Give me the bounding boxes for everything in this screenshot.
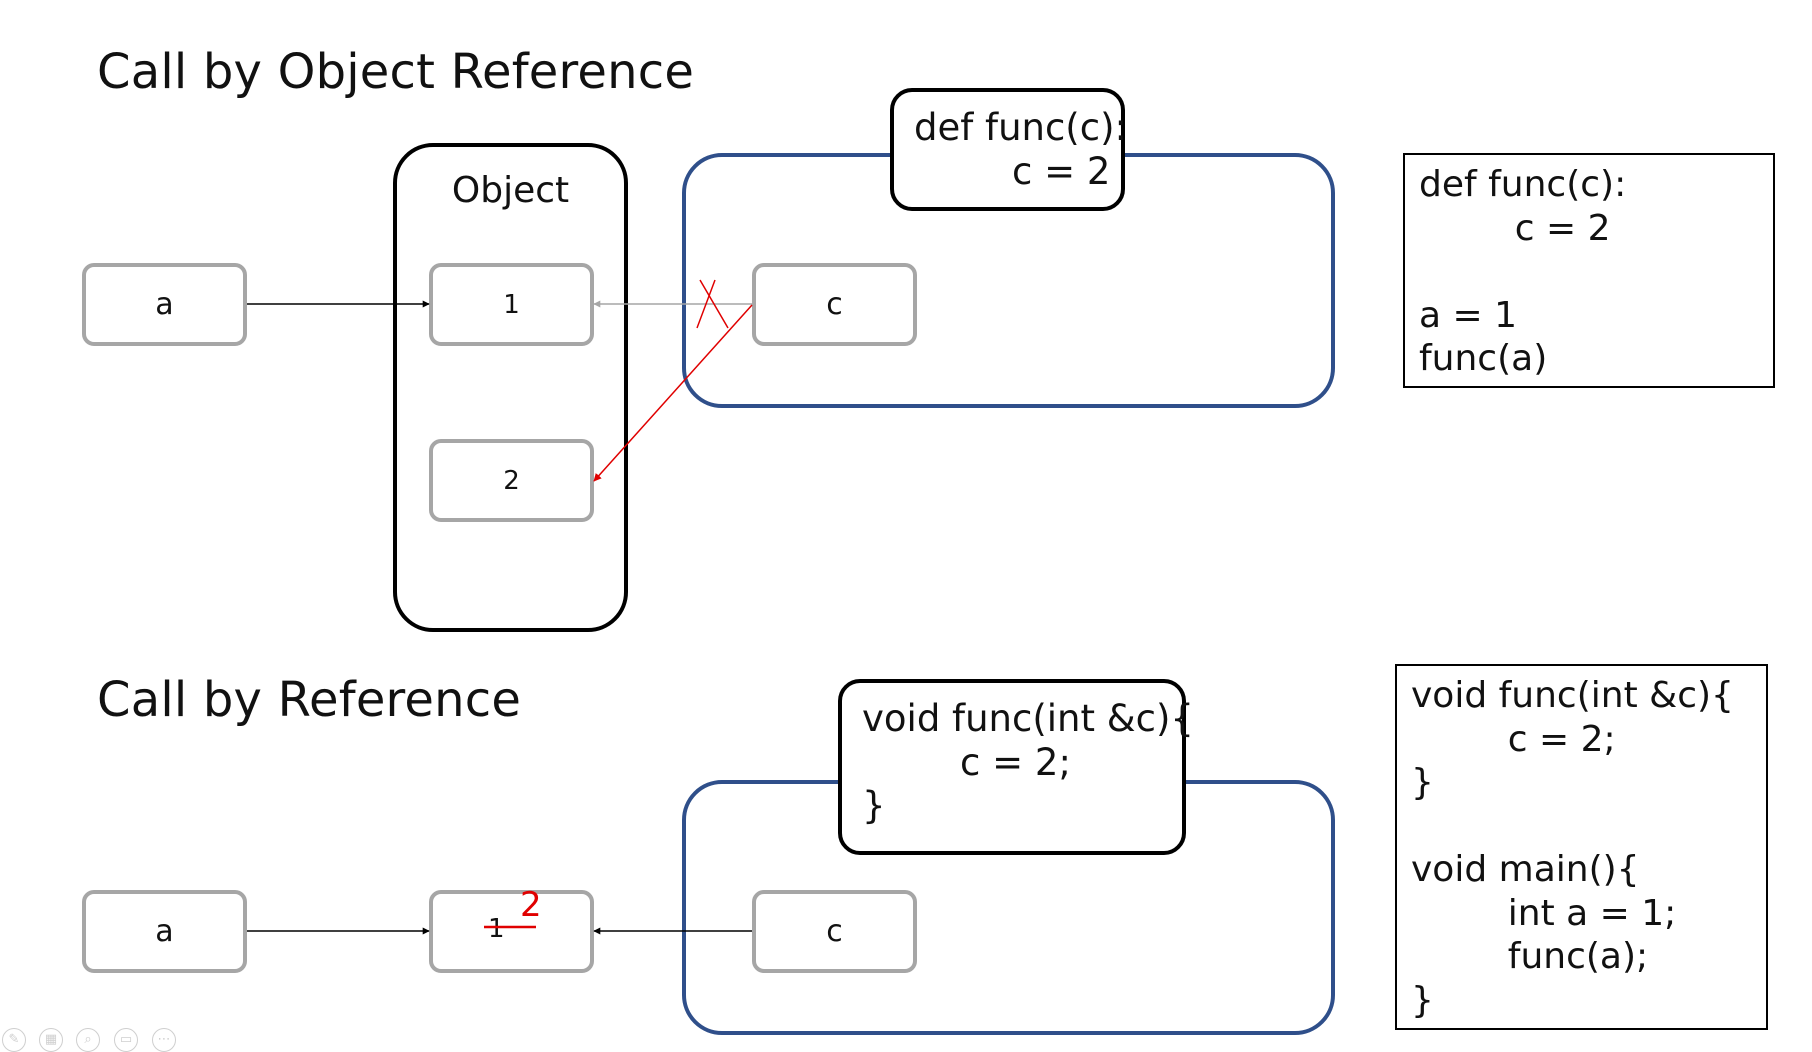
function-def-bubble-bottom: void func(int &c){ c = 2;} <box>838 679 1194 855</box>
variable-a-box-bottom: a <box>82 890 247 973</box>
object-value-2-box: 2 <box>429 439 594 522</box>
parameter-c-label: c <box>826 914 843 949</box>
code-line: func(a) <box>1419 338 1548 379</box>
more-icon[interactable]: ⋯ <box>152 1028 176 1052</box>
variable-a-box-top: a <box>82 263 247 346</box>
object-frame <box>393 143 628 632</box>
new-value: 2 <box>520 885 542 925</box>
subtitle-icon[interactable]: ▭ <box>114 1028 138 1052</box>
shared-value-box <box>429 890 594 973</box>
object-value-1: 1 <box>503 289 520 320</box>
bubble-line: def func(c): <box>914 106 1127 149</box>
code-line <box>1419 250 1773 294</box>
code-line: c = 2; <box>1462 718 1616 760</box>
code-line: void func(int &c){ <box>1411 675 1734 716</box>
object-value-2: 2 <box>503 465 520 496</box>
old-value: 1 <box>488 914 505 944</box>
bottom-title: Call by Reference <box>97 672 522 728</box>
code-line: } <box>1411 979 1434 1021</box>
code-line: func(a); <box>1462 936 1649 977</box>
code-line: a = 1 <box>1419 294 1518 336</box>
bubble-line: void func(int &c){ <box>862 697 1194 740</box>
zoom-icon[interactable]: ⌕ <box>76 1028 100 1052</box>
object-value-1-box: 1 <box>429 263 594 346</box>
top-title: Call by Object Reference <box>97 44 695 100</box>
parameter-c-label: c <box>826 287 843 322</box>
code-line: int a = 1; <box>1462 892 1677 934</box>
code-line: c = 2 <box>1469 207 1611 249</box>
variable-a-label: a <box>155 287 174 322</box>
slides-icon[interactable]: ▦ <box>39 1028 63 1052</box>
parameter-c-box-top: c <box>752 263 917 346</box>
code-line <box>1411 805 1766 849</box>
code-line: void main(){ <box>1411 849 1640 890</box>
code-line: def func(c): <box>1419 164 1627 205</box>
function-def-bubble-top: def func(c): c = 2 <box>890 88 1127 211</box>
pen-icon[interactable]: ✎ <box>2 1028 26 1052</box>
code-line: } <box>1411 762 1434 803</box>
object-label: Object <box>451 170 570 211</box>
bubble-line: c = 2 <box>965 149 1111 193</box>
variable-a-label: a <box>155 914 174 949</box>
cpp-code-box: void func(int &c){ c = 2;} void main(){ i… <box>1395 664 1768 1030</box>
parameter-c-box-bottom: c <box>752 890 917 973</box>
bubble-line: c = 2; <box>913 740 1071 784</box>
bubble-line: } <box>862 784 886 827</box>
